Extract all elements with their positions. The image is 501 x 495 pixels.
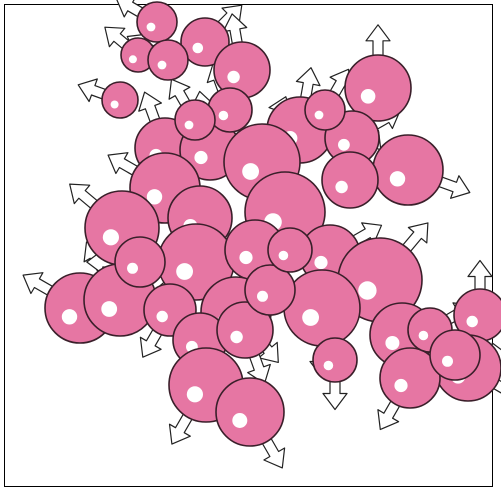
sphere (268, 228, 312, 272)
sphere-highlight (227, 71, 239, 83)
particle (284, 270, 360, 346)
sphere-highlight (127, 263, 138, 274)
sphere-highlight (157, 311, 168, 322)
sphere-highlight (187, 386, 203, 402)
sphere (137, 2, 177, 42)
sphere-highlight (442, 356, 453, 367)
particle-layer (23, 0, 501, 468)
sphere-highlight (257, 291, 268, 302)
sphere (373, 135, 443, 205)
sphere (430, 330, 480, 380)
particle (430, 330, 480, 380)
sphere-highlight (176, 263, 193, 280)
sphere (284, 270, 360, 346)
particle (175, 100, 215, 140)
sphere-highlight (219, 111, 229, 121)
sphere-highlight (239, 251, 252, 264)
sphere-highlight (194, 151, 207, 164)
particle (102, 82, 138, 118)
sphere-highlight (314, 256, 327, 269)
sphere (322, 152, 378, 208)
sphere-highlight (158, 61, 167, 70)
sphere-layer (45, 2, 501, 446)
sphere (305, 90, 345, 130)
particle (137, 2, 177, 42)
particle (268, 228, 312, 272)
sphere-highlight (302, 309, 319, 326)
sphere-highlight (232, 413, 247, 428)
sphere-highlight (147, 23, 156, 32)
sphere-highlight (279, 251, 289, 261)
particle (322, 152, 378, 208)
sphere-highlight (103, 229, 119, 245)
sphere (115, 237, 165, 287)
sphere (148, 40, 188, 80)
particle (216, 378, 284, 446)
sphere-highlight (385, 336, 399, 350)
sphere-highlight (315, 111, 324, 120)
sphere (216, 378, 284, 446)
sphere-highlight (185, 121, 194, 130)
sphere-highlight (394, 379, 407, 392)
sphere (175, 100, 215, 140)
sphere (102, 82, 138, 118)
particle (305, 90, 345, 130)
sphere-highlight (230, 331, 242, 343)
particle (115, 237, 165, 287)
sphere-highlight (242, 163, 259, 180)
sphere-highlight (129, 55, 137, 63)
particle (148, 40, 188, 80)
sphere-highlight (335, 181, 347, 193)
sphere-highlight (324, 361, 334, 371)
sphere-highlight (390, 171, 405, 186)
sphere-highlight (338, 139, 350, 151)
sphere-highlight (111, 101, 119, 109)
sphere-highlight (358, 281, 376, 299)
sphere (313, 338, 357, 382)
sphere-highlight (419, 331, 429, 341)
sphere-highlight (193, 43, 204, 54)
particle (313, 338, 357, 382)
particle (373, 135, 443, 205)
sphere-highlight (101, 301, 117, 317)
sphere-highlight (467, 316, 478, 327)
sphere-highlight (361, 89, 376, 104)
sphere-highlight (62, 309, 77, 324)
